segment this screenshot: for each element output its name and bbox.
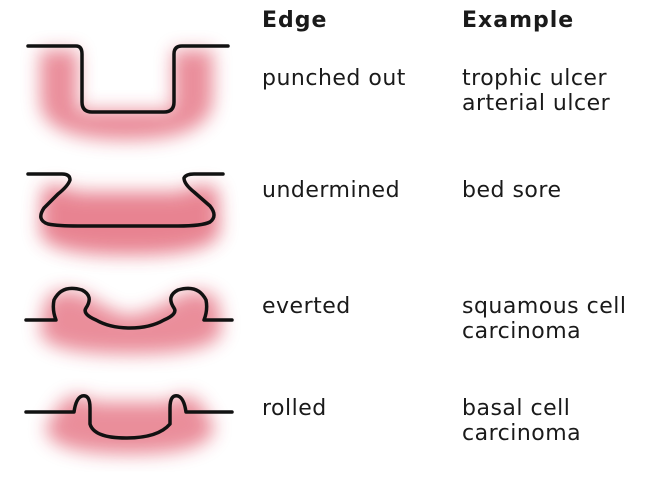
- example-line: squamous cell: [462, 294, 627, 319]
- example-line: bed sore: [462, 178, 561, 203]
- everted-ulcer-icon: [18, 270, 243, 380]
- example-punched-out: trophic ulcer arterial ulcer: [462, 66, 610, 116]
- punched-out-ulcer-icon: [18, 28, 243, 138]
- undermined-ulcer-icon: [18, 150, 243, 260]
- edge-label-punched-out: punched out: [262, 66, 406, 91]
- edge-label-rolled: rolled: [262, 396, 327, 421]
- rolled-ulcer-icon: [18, 380, 243, 490]
- row-punched-out: punched out trophic ulcer arterial ulcer: [0, 28, 657, 138]
- example-line: basal cell: [462, 396, 581, 421]
- example-line: carcinoma: [462, 421, 581, 446]
- edge-label-undermined: undermined: [262, 178, 400, 203]
- example-everted: squamous cell carcinoma: [462, 294, 627, 344]
- edge-label-everted: everted: [262, 294, 351, 319]
- example-line: carcinoma: [462, 319, 627, 344]
- example-line: arterial ulcer: [462, 91, 610, 116]
- row-undermined: undermined bed sore: [0, 150, 657, 260]
- row-rolled: rolled basal cell carcinoma: [0, 380, 657, 490]
- ulcer-edge-diagram: Edge Example punched out trophic ulcer a…: [0, 0, 657, 459]
- row-everted: everted squamous cell carcinoma: [0, 270, 657, 380]
- example-line: trophic ulcer: [462, 66, 610, 91]
- example-undermined: bed sore: [462, 178, 561, 203]
- example-rolled: basal cell carcinoma: [462, 396, 581, 446]
